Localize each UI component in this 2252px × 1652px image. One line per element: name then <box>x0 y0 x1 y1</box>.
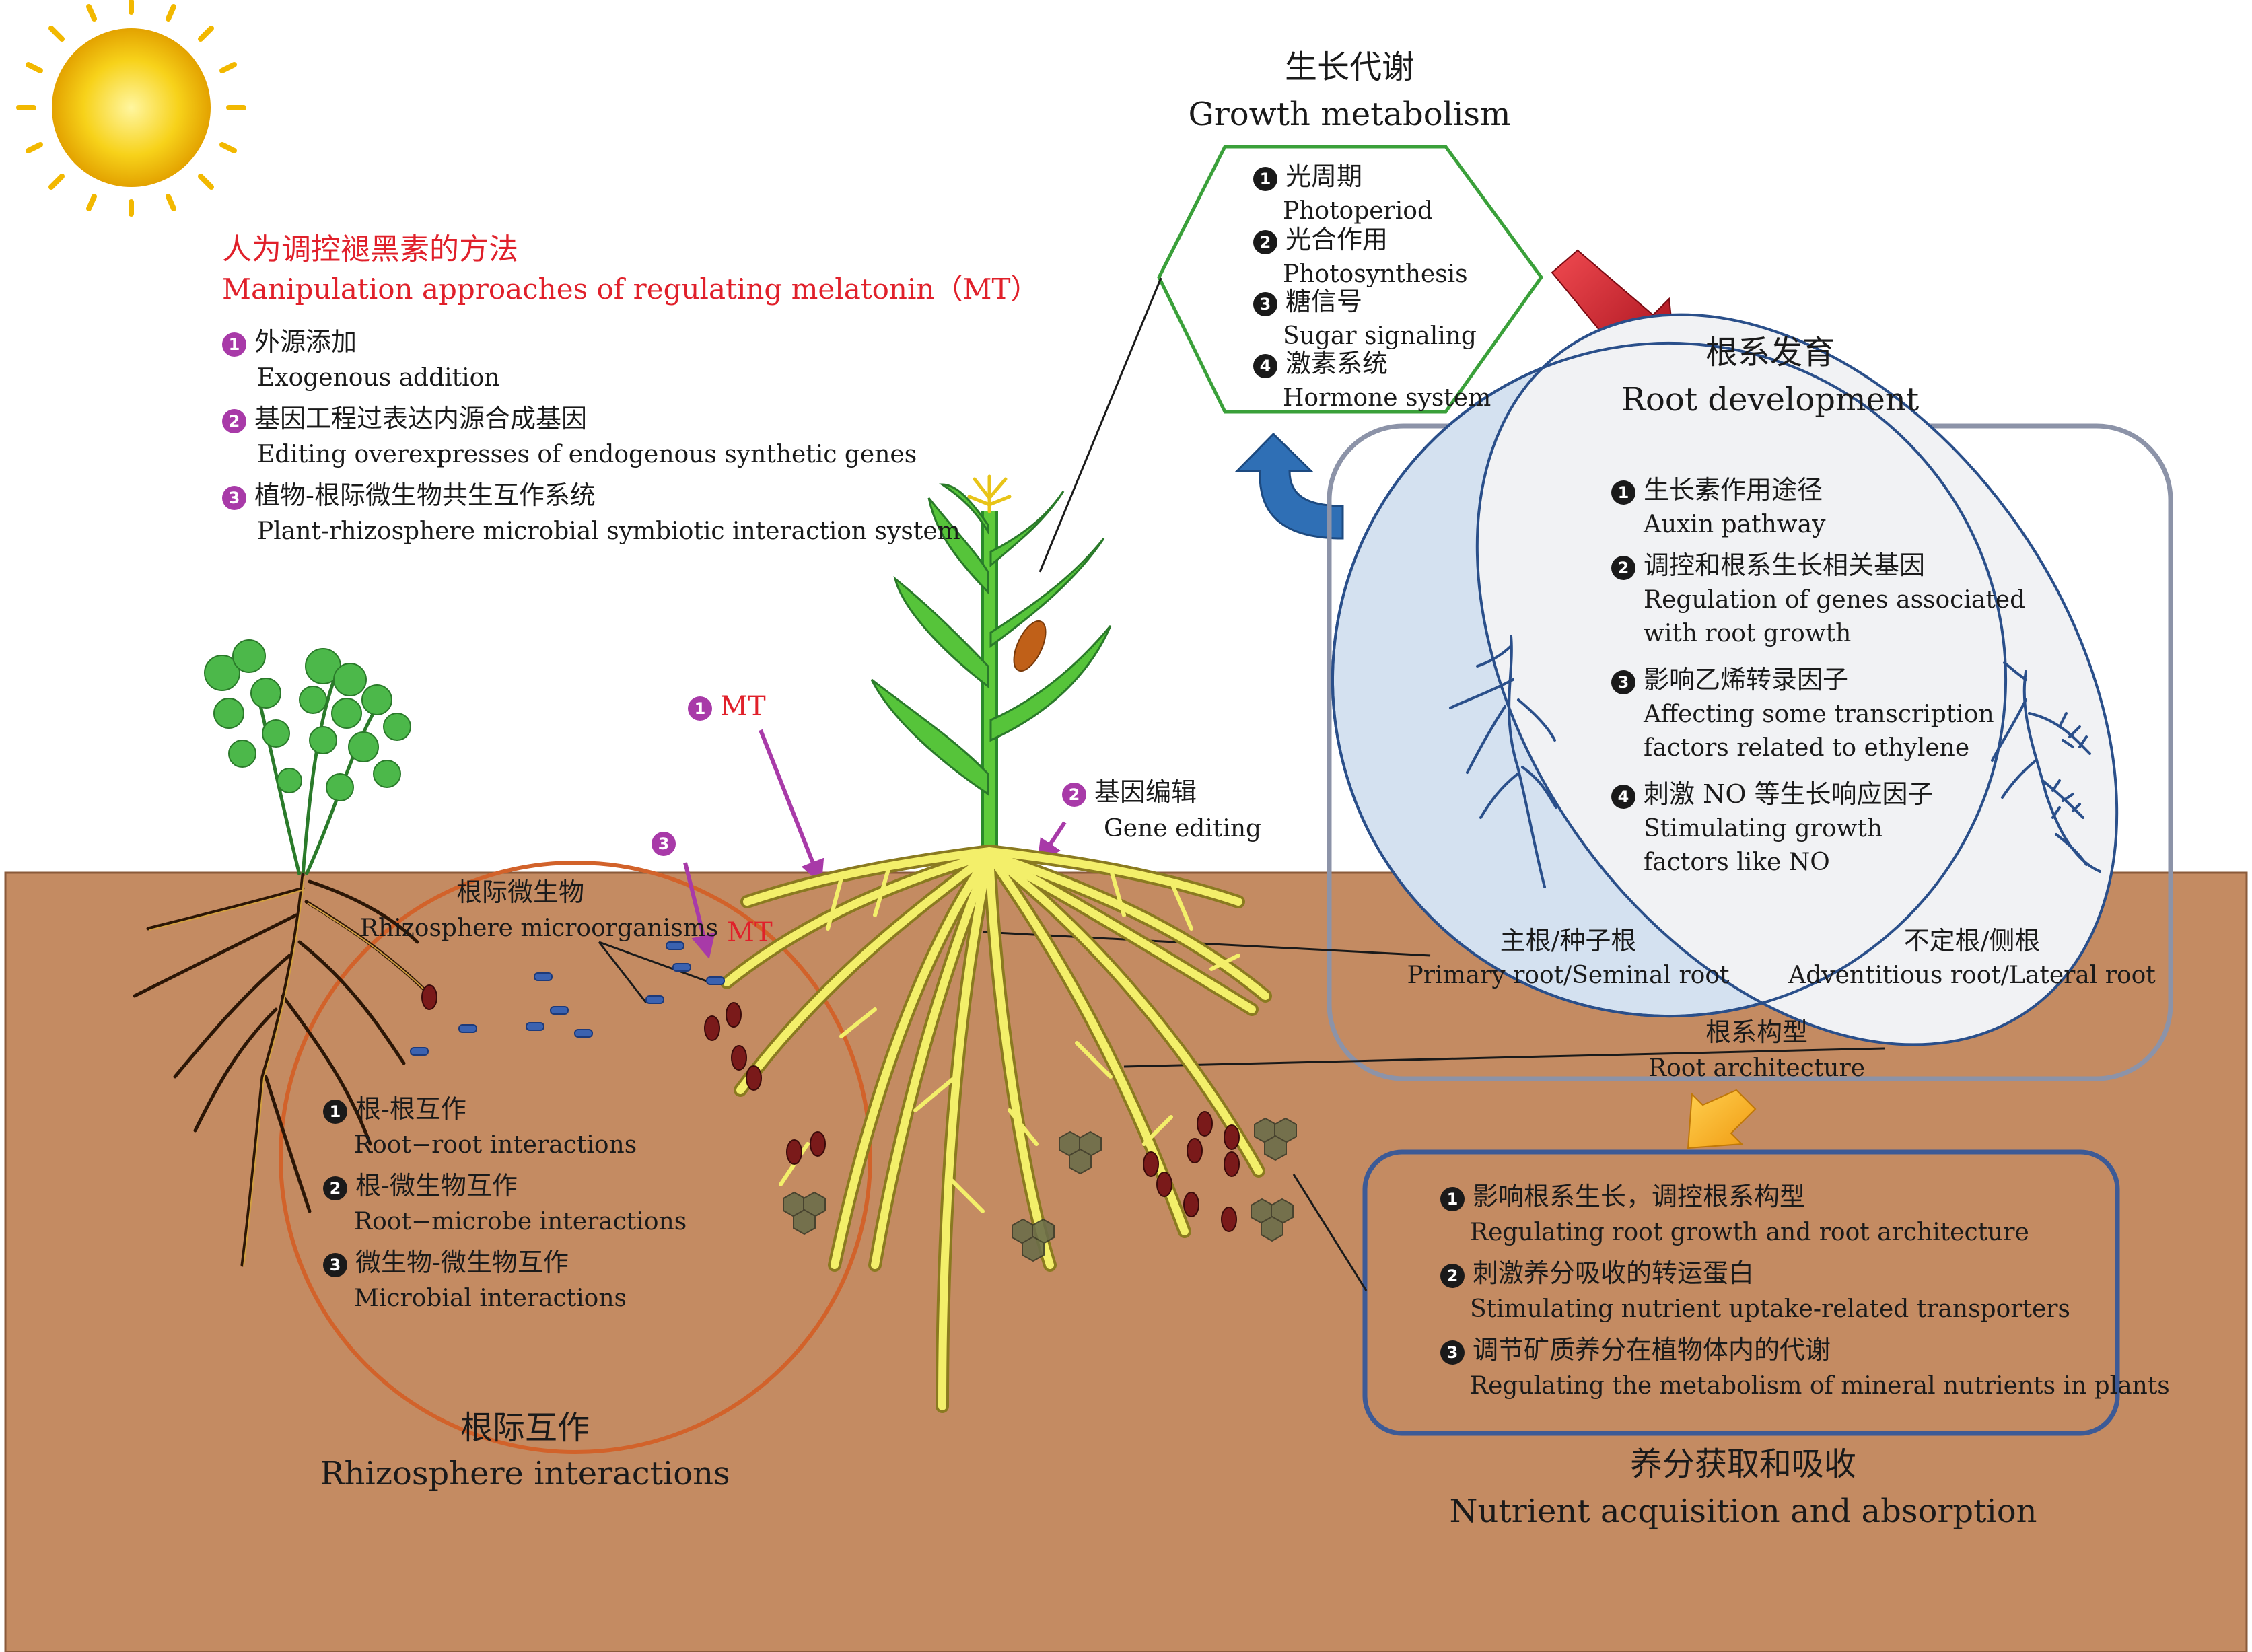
root-dev-item-3-en2: factors related to ethylene <box>1644 734 1970 762</box>
growth-title-cn: 生长代谢 <box>1284 48 1414 86</box>
nutrient-item-3-en: Regulating the metabolism of mineral nut… <box>1470 1372 2170 1400</box>
mt-label-3-num: 3 <box>652 826 684 857</box>
nutrient-item-1-en: Regulating root growth and root architec… <box>1470 1219 2029 1246</box>
nutrient-box <box>1362 1149 2120 1436</box>
manipulation-item-2-en: Editing overexpresses of endogenous synt… <box>257 441 917 468</box>
lateral-root-ellipse <box>1475 313 2119 1046</box>
root-dev-item-1-en: Auxin pathway <box>1644 511 1826 538</box>
growth-title-en: Growth metabolism <box>1188 96 1511 133</box>
nutrient-item-2-en: Stimulating nutrient uptake-related tran… <box>1470 1295 2070 1323</box>
growth-hexagon <box>1157 145 1544 414</box>
small-plant-roots-icon <box>133 873 433 1267</box>
gene-editing-en: Gene editing <box>1104 815 1262 842</box>
primary-root-en: Primary root/Seminal root <box>1407 962 1730 989</box>
rhizosphere-circle <box>279 861 872 1454</box>
manipulation-item-1-en: Exogenous addition <box>257 364 500 392</box>
growth-item-1-en: Photoperiod <box>1283 197 1434 225</box>
nutrient-title-en: Nutrient acquisition and absorption <box>1449 1493 2037 1530</box>
root-dev-title-cn: 根系发育 <box>1705 334 1835 371</box>
sun-icon <box>16 0 246 217</box>
small-plant-icon <box>204 639 411 876</box>
connector-lines <box>598 277 1885 1291</box>
mineral-clusters-icon <box>783 1117 1297 1262</box>
nutrient-title-cn: 养分获取和吸收 <box>1629 1445 1856 1483</box>
root-architecture-cn: 根系构型 <box>1705 1017 1808 1047</box>
rhizosphere-title-en: Rhizosphere interactions <box>320 1455 730 1493</box>
root-architecture-en: Root architecture <box>1648 1054 1865 1082</box>
root-dev-title-en: Root development <box>1621 381 1920 419</box>
microbe-label-en: Rhizosphere microorganisms <box>360 914 719 942</box>
adventitious-root-en: Adventitious root/Lateral root <box>1788 962 2156 989</box>
lateral-root-sketch-icon <box>1991 661 2101 873</box>
growth-item-2-en: Photosynthesis <box>1283 260 1468 288</box>
manipulation-title-cn: 人为调控褪黑素的方法 <box>222 232 518 266</box>
root-dev-item-4-en1: Stimulating growth <box>1644 815 1882 842</box>
primary-root-cn: 主根/种子根 <box>1500 926 1637 956</box>
root-dev-item-3-en1: Affecting some transcription <box>1644 701 1994 728</box>
manipulation-title-en: Manipulation approaches of regulating me… <box>222 273 1039 306</box>
root-dev-item-2-en2: with root growth <box>1644 620 1852 647</box>
manipulation-item-3-en: Plant-rhizosphere microbial symbiotic in… <box>257 517 960 545</box>
growth-item-3-en: Sugar signaling <box>1283 322 1477 350</box>
orange-arrow-icon <box>1687 1089 1757 1149</box>
rhizo-item-1-en: Root−root interactions <box>354 1131 637 1159</box>
primary-root-sketch-icon <box>1449 635 1557 888</box>
corn-plant-icon <box>870 474 1112 848</box>
microorganisms-icon <box>410 941 725 1056</box>
blue-curved-arrow-icon <box>1234 432 1344 540</box>
nutrient-particles-icon <box>421 984 1240 1232</box>
root-dev-item-2-en1: Regulation of genes associated <box>1644 586 2026 614</box>
rhizosphere-title-cn: 根际互作 <box>460 1409 590 1447</box>
mt-label-3: MT <box>727 917 773 948</box>
adventitious-root-cn: 不定根/侧根 <box>1903 926 2041 956</box>
rhizo-item-3-en: Microbial interactions <box>354 1285 627 1312</box>
rhizo-item-2-en: Root−microbe interactions <box>354 1208 687 1235</box>
microbe-label-cn: 根际微生物 <box>456 877 585 907</box>
root-dev-item-4-en2: factors like NO <box>1644 849 1830 876</box>
growth-item-4-en: Hormone system <box>1283 384 1491 412</box>
